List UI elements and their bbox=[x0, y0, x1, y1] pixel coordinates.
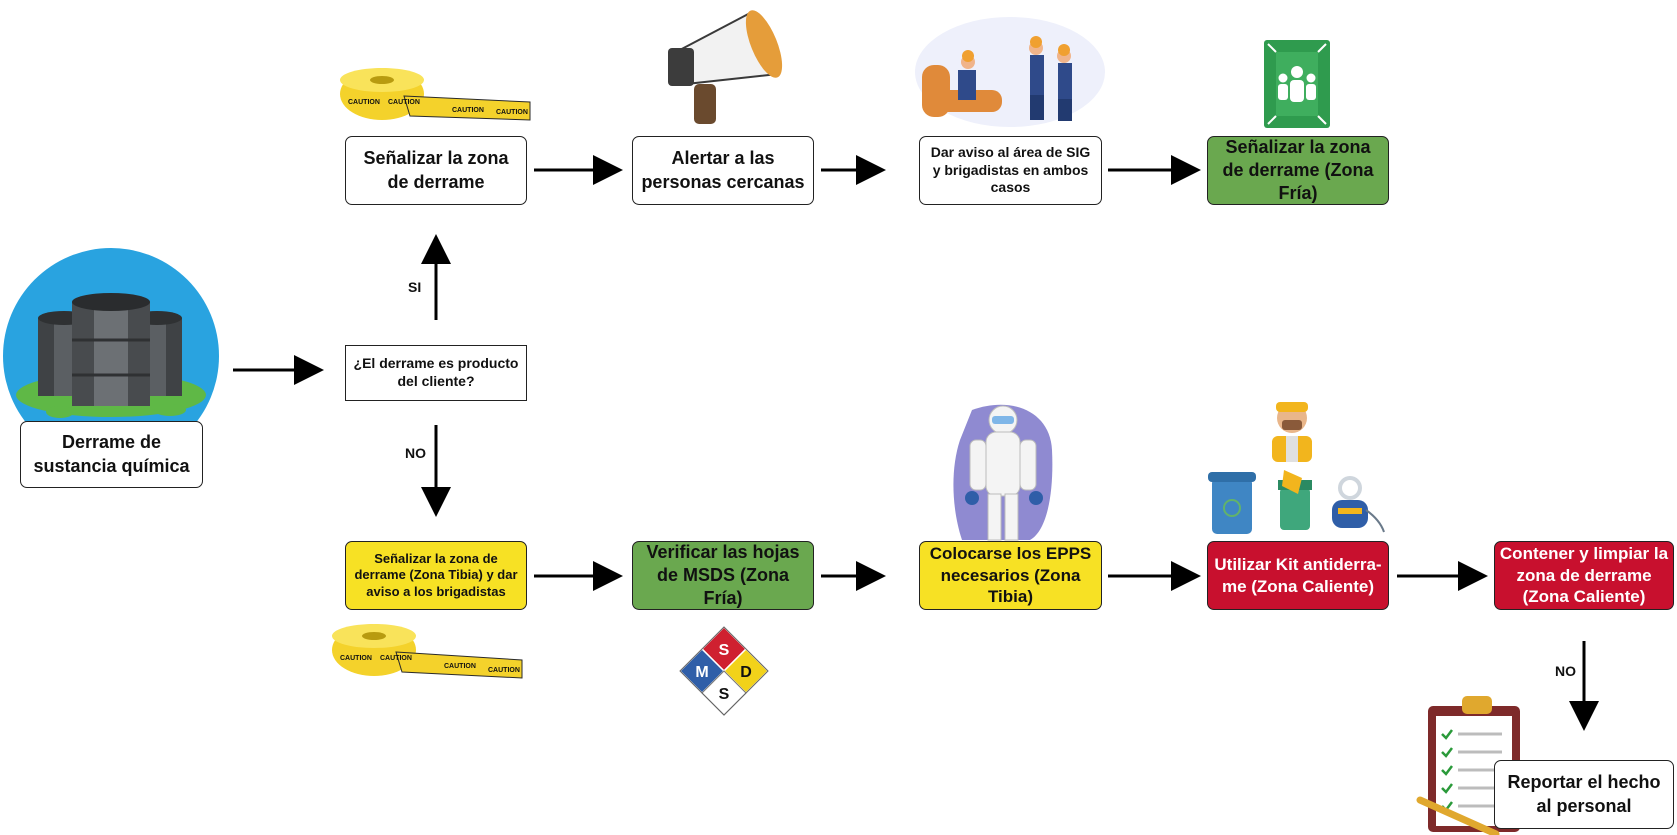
bot5-node-label: Contener y limpiar la zona de derrame (Z… bbox=[1499, 543, 1669, 607]
svg-text:S: S bbox=[719, 642, 730, 659]
svg-text:CAUTION: CAUTION bbox=[452, 107, 484, 114]
svg-text:CAUTION: CAUTION bbox=[488, 667, 520, 674]
svg-text:S: S bbox=[719, 686, 730, 703]
top2-node: Alertar a las personas cercanas bbox=[632, 136, 814, 205]
top4-node: Señalizar la zona de derrame (Zona Fría) bbox=[1207, 136, 1389, 205]
cleaning-kit-icon bbox=[1208, 402, 1385, 534]
bot3-node: Colocarse los EPPS necesarios (Zona Tibi… bbox=[919, 541, 1102, 610]
svg-text:CAUTION: CAUTION bbox=[348, 99, 380, 106]
edge-label-yes: SI bbox=[408, 279, 422, 295]
svg-text:CAUTION: CAUTION bbox=[388, 99, 420, 106]
bot1-node: Señalizar la zona de derrame (Zona Tibia… bbox=[345, 541, 527, 610]
bot4-node-label: Utilizar Kit antiderra- me (Zona Calient… bbox=[1214, 554, 1382, 596]
top1-node: Señalizar la zona de derrame bbox=[345, 136, 527, 205]
chemical-tanks-icon bbox=[3, 248, 219, 464]
bot2-node-label: Verificar las hojas de MSDS (Zona Fría) bbox=[646, 541, 800, 609]
workers-icon bbox=[915, 17, 1105, 127]
svg-text:CAUTION: CAUTION bbox=[380, 655, 412, 662]
top1-node-label: Señalizar la zona de derrame bbox=[363, 148, 509, 192]
svg-text:CAUTION: CAUTION bbox=[496, 109, 528, 116]
svg-text:M: M bbox=[695, 664, 708, 681]
top4-node-label: Señalizar la zona de derrame (Zona Fría) bbox=[1222, 136, 1374, 204]
decision-node: ¿El derrame es producto del cliente? bbox=[345, 345, 527, 401]
bot4-node: Utilizar Kit antiderra- me (Zona Calient… bbox=[1207, 541, 1389, 610]
bot5-node: Contener y limpiar la zona de derrame (Z… bbox=[1494, 541, 1674, 610]
top2-node-label: Alertar a las personas cercanas bbox=[641, 148, 805, 192]
svg-text:CAUTION: CAUTION bbox=[340, 655, 372, 662]
hazmat-suit-icon bbox=[953, 404, 1053, 541]
assembly-point-icon bbox=[1264, 40, 1330, 128]
svg-text:D: D bbox=[740, 664, 752, 681]
edge-label-no: NO bbox=[405, 445, 426, 461]
top3-node: Dar aviso al área de SIG y brigadistas e… bbox=[919, 136, 1102, 205]
svg-text:CAUTION: CAUTION bbox=[444, 663, 476, 670]
report-node: Reportar el hecho al personal bbox=[1494, 760, 1674, 829]
bot3-node-label: Colocarse los EPPS necesarios (Zona Tibi… bbox=[929, 543, 1092, 607]
caution-tape-bottom-icon: CAUTION CAUTION CAUTION CAUTION bbox=[332, 624, 523, 679]
megaphone-icon bbox=[668, 10, 783, 124]
bot2-node: Verificar las hojas de MSDS (Zona Fría) bbox=[632, 541, 814, 610]
decision-node-label: ¿El derrame es producto del cliente? bbox=[353, 355, 519, 389]
msds-diamond-icon: S M D S bbox=[678, 625, 770, 716]
edge-label-no-2: NO bbox=[1555, 663, 1576, 679]
start-node: Derrame de sustancia química bbox=[20, 421, 203, 488]
report-node-label: Reportar el hecho al personal bbox=[1507, 772, 1661, 816]
caution-tape-icon: CAUTION CAUTION CAUTION CAUTION bbox=[340, 68, 531, 121]
top3-node-label: Dar aviso al área de SIG y brigadistas e… bbox=[930, 143, 1091, 196]
bot1-node-label: Señalizar la zona de derrame (Zona Tibia… bbox=[354, 550, 518, 599]
start-node-label: Derrame de sustancia química bbox=[33, 432, 190, 476]
